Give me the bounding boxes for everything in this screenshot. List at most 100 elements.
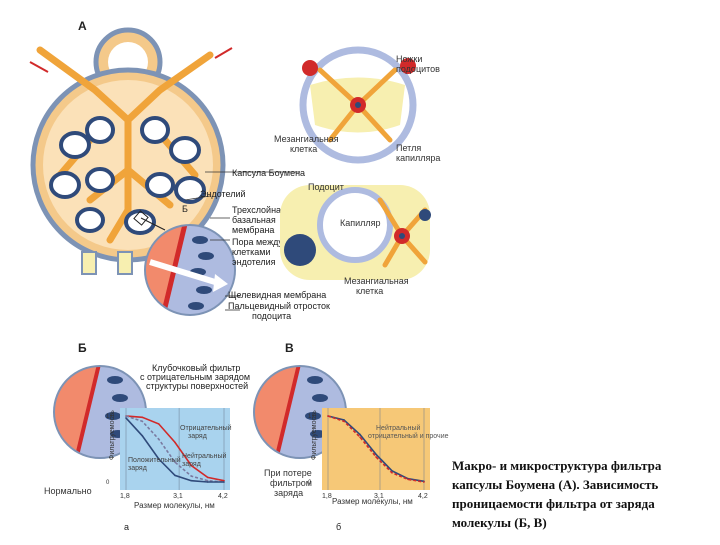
chart-point	[391, 471, 393, 474]
label-capillary: Капилляр	[340, 218, 381, 228]
chart-point	[125, 417, 127, 419]
chart-b-legend-negative-1: Отрицательный	[180, 424, 232, 432]
podocyte-capillary-detail	[280, 185, 431, 280]
podocyte-leg-dot-right	[400, 58, 416, 74]
tubule-stub-right	[117, 251, 133, 275]
label-finger-line1: Пальцевидный отросток	[228, 301, 330, 311]
chart-point	[375, 456, 377, 458]
chart-b-plot-area	[120, 408, 230, 490]
label-mesangial-top-line1: Мезангиальная	[274, 134, 339, 144]
chart-x-tick-label: 4,2	[218, 493, 228, 500]
chart-v-plot-area	[322, 408, 430, 490]
chart-point	[327, 415, 329, 417]
capillary-circle	[317, 187, 393, 263]
chart-point	[157, 458, 160, 460]
chart-point	[223, 479, 225, 482]
figure-caption: Макро- и микроструктура фильтра капсулы …	[452, 458, 662, 530]
label-bowman-capsule: Капсула Боумена	[232, 168, 305, 178]
nucleus-core-top	[355, 102, 361, 108]
chart-point	[391, 469, 393, 472]
chart-point	[375, 453, 377, 456]
label-mesangial-bottom: Мезангиальная клетка	[344, 276, 409, 296]
label-mesangial-top-line2: клетка	[290, 144, 317, 154]
chart-point	[423, 481, 425, 483]
chart-x-tick-label: 1,8	[322, 493, 332, 500]
label-membrane-line2: базальная	[232, 215, 276, 225]
chart-v-ylabel: Фильтруемость	[311, 410, 318, 460]
podocyte-leg-dot-left	[302, 60, 318, 76]
podocyte-nucleus	[284, 234, 316, 266]
capillary-loops	[49, 116, 206, 235]
label-pore-line2: клетками	[232, 247, 270, 257]
chart-v-legend: Нейтральный отрицательный и прочие	[368, 424, 449, 440]
panel-letter-b: Б	[78, 341, 87, 355]
chart-point	[343, 420, 345, 423]
chart-point	[174, 441, 176, 444]
chart-point	[223, 481, 225, 483]
chart-point	[407, 478, 409, 481]
label-mesangial-bottom-line2: клетка	[356, 286, 383, 296]
chart-point	[174, 461, 176, 464]
label-membrane-line1: Трехслойная	[232, 205, 286, 215]
chart-y-tick-label: 1,0	[308, 414, 317, 420]
loss-label-line1: При потере	[264, 468, 312, 478]
label-three-layer-membrane: Трехслойная базальная мембрана	[232, 205, 286, 235]
panel-b-title: Клубочковый фильтр с отрицательным заряд…	[140, 363, 250, 391]
leader-lines-a	[184, 171, 300, 311]
label-podocyte: Подоцит	[308, 182, 344, 192]
chart-point	[141, 420, 144, 423]
chart-v-xlabel: Размер молекулы, нм	[332, 497, 413, 506]
label-loop-line1: Петля	[396, 143, 421, 153]
chart-point	[359, 433, 361, 436]
chart-b-legend-neutral-1: Нейтральный	[182, 452, 226, 460]
chart-point	[174, 474, 176, 477]
label-finger-line2: подоцита	[252, 311, 291, 321]
chart-point	[141, 435, 144, 437]
chart-b-legend-positive-2: заряд	[128, 465, 147, 472]
label-endothelium: Эндотелий	[200, 189, 246, 199]
chart-b-xlabel: Размер молекулы, нм	[134, 501, 215, 510]
labels-podocyte-top: Ножки подоцитов Мезангиальная клетка Пет…	[274, 54, 440, 163]
chart-y-tick-label: 0	[106, 480, 110, 486]
chart-point	[190, 464, 193, 467]
panel-b-title-line3: структуры поверхностей	[146, 381, 248, 391]
chart-y-tick-label: 1,0	[106, 414, 115, 420]
loss-label-line3: заряда	[274, 488, 303, 498]
chart-x-tick-label: 3,1	[374, 493, 384, 500]
glomerulus-diagram: А	[29, 19, 233, 275]
nucleus-core-bottom	[399, 233, 405, 239]
chart-point	[141, 416, 144, 419]
chart-point	[206, 481, 209, 483]
label-pore-line3: эндотелия	[232, 257, 276, 267]
label-legs-line1: Ножки	[396, 54, 422, 64]
sub-letter-b: б	[336, 522, 341, 532]
chart-x-tick-label: 1,8	[120, 493, 130, 500]
label-pore-line1: Пора между	[232, 237, 283, 247]
panel-b-title-line2: с отрицательным зарядом	[140, 372, 250, 382]
chart-x-tick-label: 4,2	[418, 493, 428, 500]
chart-b-legend: Отрицательный заряд Положительный заряд …	[128, 424, 232, 472]
label-mesangial-bottom-line1: Мезангиальная	[344, 276, 409, 286]
panel-b-title-line1: Клубочковый фильтр	[152, 363, 240, 373]
chart-point	[190, 475, 193, 477]
chart-b-legend-neutral-2: заряд	[182, 461, 201, 468]
loss-label: При потере фильтром заряда	[264, 468, 312, 498]
label-legs-line2: подоцитов	[396, 64, 440, 74]
chart-point	[190, 479, 193, 482]
chart-point	[206, 479, 209, 482]
chart-v-legend-2: отрицательный и прочие	[368, 432, 449, 440]
loss-label-line2: фильтром	[270, 478, 312, 488]
label-finger-process: Пальцевидный отросток подоцита	[228, 301, 330, 321]
chart-point	[157, 423, 160, 425]
panel-letter-v: В	[285, 341, 294, 355]
chart-b-legend-positive-1: Положительный	[128, 456, 181, 464]
chart-point	[359, 436, 361, 438]
chart-v-legend-1: Нейтральный	[376, 424, 420, 432]
label-loop-line2: капилляра	[396, 153, 440, 163]
tubule-stub-left	[81, 251, 97, 275]
label-membrane-line3: мембрана	[232, 225, 274, 235]
